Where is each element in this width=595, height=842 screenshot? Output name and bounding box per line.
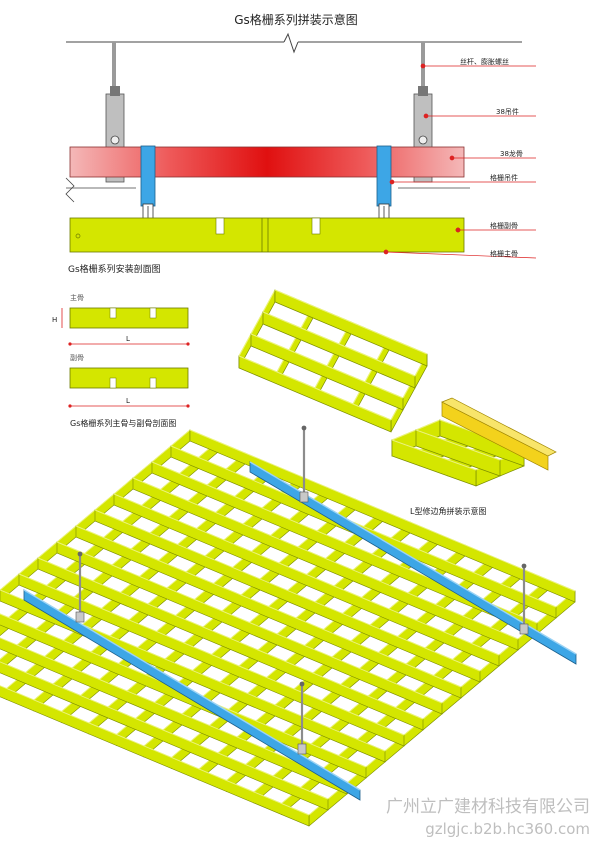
callout-rod-expansion-screw: 丝杆、膨胀螺丝 — [460, 57, 509, 66]
grid-bar-main-top — [75, 525, 462, 688]
callout-labels: 丝杆、膨胀螺丝 38吊件 38龙骨 格栅吊件 格栅副骨 格栅主骨 — [460, 57, 523, 258]
diagram-title: Gs格栅系列拼装示意图 — [234, 12, 358, 27]
corner-caption: L型修边角拼装示意图 — [410, 506, 486, 516]
large-grid-isometric — [0, 425, 577, 827]
grid-bar-main-top — [415, 429, 501, 461]
grid-bar-main-top — [94, 509, 481, 672]
hanging-rod-3-clip — [75, 611, 85, 623]
callout-grid-hanger: 格栅吊件 — [490, 173, 518, 182]
corner-view: L型修边角拼装示意图 — [391, 397, 557, 516]
hanging-rod-1-clip — [299, 491, 309, 503]
grid-bar-cross — [276, 305, 314, 385]
l-trim-lip — [441, 397, 557, 457]
grid-bar-main-top — [170, 445, 557, 608]
grid-bar-main-top — [56, 541, 443, 704]
grid-bar-main-top — [132, 477, 519, 640]
section-view: 丝杆、膨胀螺丝 38吊件 38龙骨 格栅吊件 格栅副骨 格栅主骨 Gs格栅系列安… — [65, 32, 537, 275]
grid-bar-main-top — [238, 355, 392, 421]
grid-sub-keel — [69, 217, 465, 253]
callout-grid-main-keel: 格栅主骨 — [490, 249, 518, 258]
threaded-rod-left — [112, 42, 116, 94]
hanging-rod-4-clip — [297, 743, 307, 755]
length-dim-label-sub: L — [126, 397, 130, 405]
grid-bar-main-top — [262, 311, 416, 377]
main-keel-profile — [69, 307, 189, 329]
grid-bar-main-top — [274, 289, 428, 355]
length-dim-label-main: L — [126, 335, 130, 343]
profile-caption: Gs格栅系列主骨与副骨剖面图 — [70, 418, 176, 428]
grid-bar-main-top — [113, 493, 500, 656]
keel-38-bar — [69, 146, 465, 178]
hanging-rod-2-cap — [521, 563, 527, 569]
hanging-rod-3-cap — [77, 551, 83, 557]
grid-bar-main-top — [189, 429, 576, 592]
corner-grid — [391, 397, 557, 487]
break-mark-left — [65, 177, 75, 203]
grid-bar-main-top — [391, 439, 477, 471]
hanging-rod-1-cap — [301, 425, 307, 431]
hanging-rod-2-clip — [519, 623, 529, 635]
grid-bar-main-top — [250, 333, 404, 399]
grid-bar-cross-top — [276, 305, 314, 373]
callout-leaders — [383, 63, 537, 259]
hanging-rod-4-cap — [299, 681, 305, 687]
callout-hanger-38: 38吊件 — [496, 107, 519, 116]
watermark-company: 广州立广建材科技有限公司 — [386, 797, 590, 817]
grid-bar-cross-top — [390, 353, 428, 421]
callout-keel-38: 38龙骨 — [500, 149, 523, 158]
watermark-url: gzlgjc.b2b.hc360.com — [425, 820, 590, 838]
profile-sub-label: 副骨 — [70, 353, 84, 362]
grid-bar-cross — [314, 321, 352, 401]
callout-grid-sub-keel: 格栅副骨 — [490, 221, 518, 230]
grid-bar-cross-top — [314, 321, 352, 389]
profile-main-label: 主骨 — [70, 293, 84, 302]
grid-bar-main-top — [37, 557, 424, 720]
grid-bar-cross — [238, 289, 276, 369]
grid-bar-main-top — [0, 661, 329, 800]
grid-bar-cross-top — [352, 337, 390, 405]
grid-bar-cross — [390, 353, 428, 433]
ceiling-break-mark — [283, 32, 299, 54]
grid-bar-cross-top — [238, 289, 276, 357]
section-caption: Gs格栅系列安装剖面图 — [68, 263, 161, 275]
height-dim-label: H — [52, 316, 57, 324]
grid-bar-cross — [352, 337, 390, 417]
grid-bar-main-top — [0, 637, 348, 784]
sub-keel-profile — [69, 367, 189, 389]
profile-section: 主骨 H L 副骨 L Gs格栅系列主骨与副骨剖面图 — [52, 293, 190, 428]
carrier-keel-lower-top — [23, 589, 361, 791]
grid-bar-main-top — [0, 685, 310, 816]
grid-bar-main-top — [18, 573, 405, 736]
small-grid-isometric — [238, 289, 428, 433]
